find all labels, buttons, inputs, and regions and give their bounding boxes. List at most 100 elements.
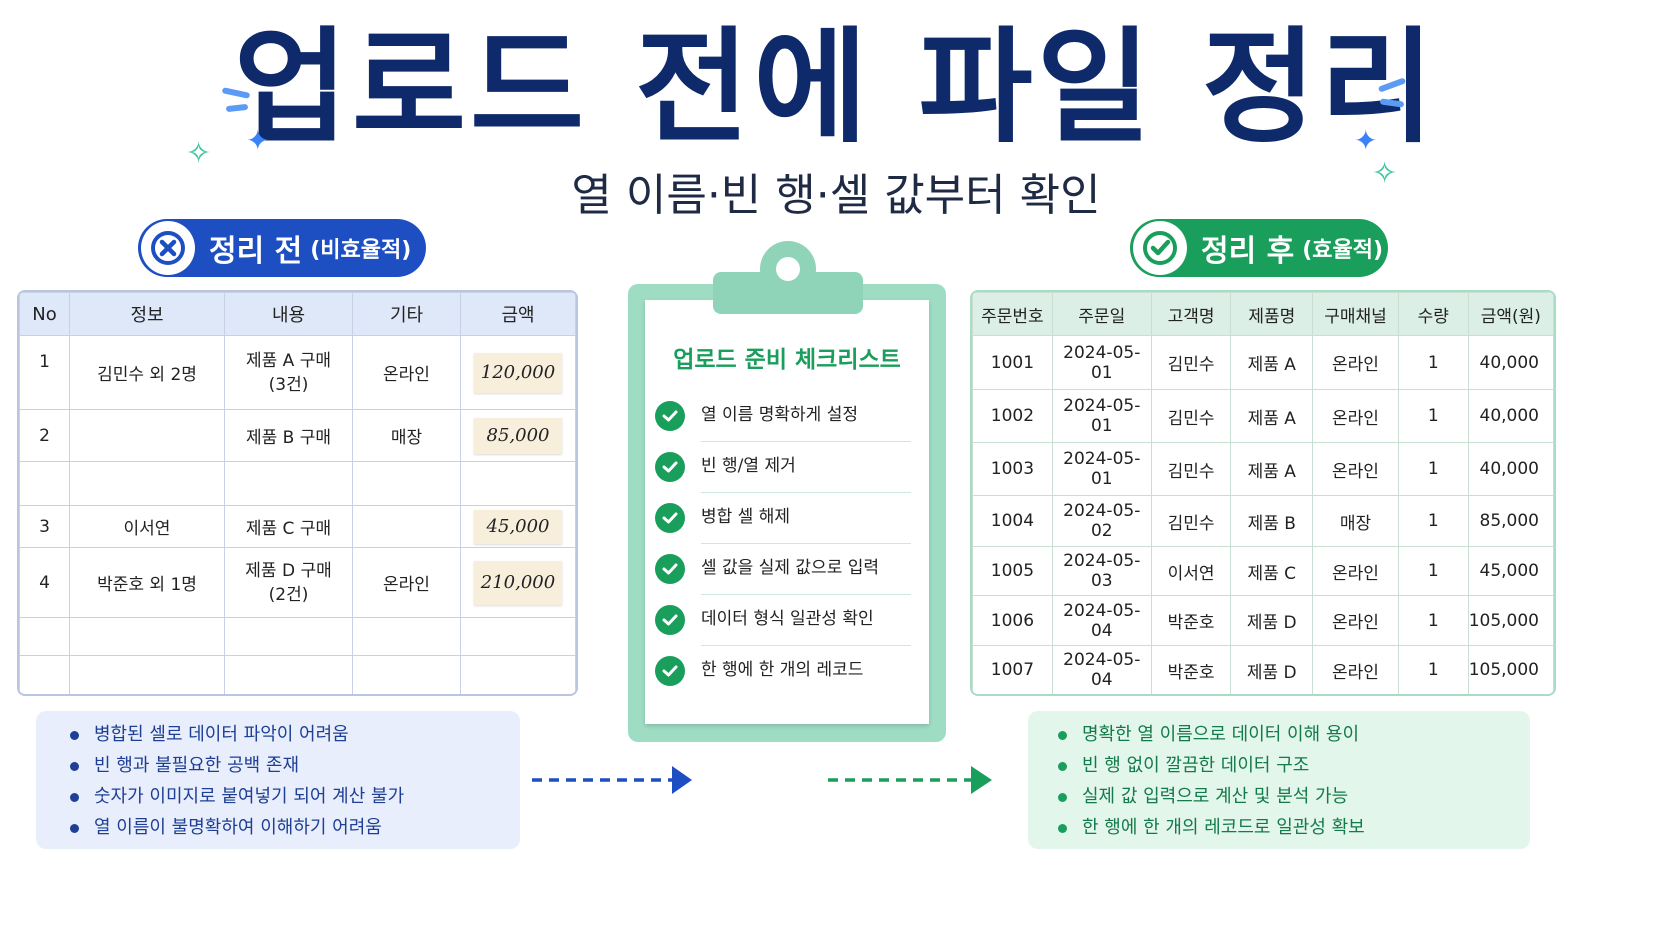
checklist-item: 셀 값을 실제 값으로 입력 (655, 543, 911, 595)
list-item: 빈 행 없이 깔끔한 데이터 구조 (1050, 750, 1530, 781)
before-table-wrapper: No 정보 내용 기타 금액 1 김민수 외 2명 제품 A 구매 (3건) 온… (17, 290, 578, 696)
table-cell: 1001 (972, 335, 1053, 390)
after-notes: 명확한 열 이름으로 데이터 이해 용이 빈 행 없이 깔끔한 데이터 구조 실… (1028, 711, 1530, 849)
list-item: 명확한 열 이름으로 데이터 이해 용이 (1050, 719, 1530, 750)
table-cell: 김민수 (1150, 335, 1232, 390)
table-cell: 1004 (972, 495, 1053, 547)
table-row (19, 617, 576, 656)
check-icon (655, 451, 685, 482)
table-cell: 온라인 (1312, 335, 1399, 390)
checklist-paper: 업로드 준비 체크리스트 열 이름 명확하게 설정 빈 행/열 제거 병합 셀 … (645, 300, 929, 724)
checklist-item-label: 열 이름 명확하게 설정 (701, 390, 911, 442)
check-icon (655, 400, 685, 431)
sparkle-icon: ✧ (186, 136, 212, 171)
amount-image: 120,000 (474, 352, 562, 393)
column-header: 기타 (352, 292, 461, 336)
table-cell: 85,000 (1467, 495, 1554, 547)
column-header: 주문번호 (972, 292, 1053, 336)
table-cell: 105,000 (1467, 645, 1554, 694)
table-header-row: 주문번호 주문일 고객명 제품명 구매채널 수량 금액(원) (972, 292, 1554, 336)
table-cell (69, 409, 225, 462)
dashed-arrow-right-icon (532, 766, 692, 794)
column-header: 제품명 (1230, 292, 1314, 336)
table-cell: 온라인 (1312, 442, 1399, 496)
table-cell: 40,000 (1467, 442, 1554, 496)
before-badge: 정리 전 (비효율적) (138, 219, 426, 277)
sparkle-icon: ✧ (1372, 156, 1398, 191)
table-cell: 이서연 (69, 505, 225, 548)
table-cell (69, 617, 225, 656)
amount-image: 210,000 (474, 560, 562, 605)
table-cell: 2 (19, 409, 70, 462)
table-cell: 온라인 (1312, 645, 1399, 694)
checklist-item-label: 한 행에 한 개의 레코드 (701, 660, 864, 680)
table-cell: 2024-05-04 (1051, 595, 1152, 646)
table-cell: 1007 (972, 645, 1053, 694)
table-cell: 1 (19, 335, 70, 410)
column-header: 금액 (460, 292, 576, 336)
table-cell (352, 617, 461, 656)
table-cell: 온라인 (352, 547, 461, 618)
before-notes: 병합된 셀로 데이터 파악이 어려움 빈 행과 불필요한 공백 존재 숫자가 이… (36, 711, 520, 849)
check-circle-icon (1133, 221, 1187, 275)
table-cell (460, 655, 576, 694)
table-cell: 제품 A 구매 (3건) (224, 335, 353, 410)
amount-image: 85,000 (474, 417, 562, 454)
table-row: 1 김민수 외 2명 제품 A 구매 (3건) 온라인 120,000 (19, 335, 576, 410)
sparkle-icon: ✦ (1354, 124, 1378, 157)
table-cell: 2024-05-01 (1051, 335, 1152, 390)
table-cell (352, 655, 461, 694)
checklist-item: 데이터 형식 일관성 확인 (655, 594, 911, 646)
table-cell: 1003 (972, 442, 1053, 496)
checklist-item: 빈 행/열 제거 (655, 441, 911, 493)
table-cell: 온라인 (1312, 546, 1399, 596)
table-cell: 김민수 (1150, 389, 1232, 443)
table-cell: 온라인 (352, 335, 461, 410)
table-cell (224, 655, 353, 694)
check-icon (655, 553, 685, 584)
table-cell: 1 (1397, 389, 1469, 443)
table-cell (69, 655, 225, 694)
column-header: 주문일 (1051, 292, 1152, 336)
checklist: 열 이름 명확하게 설정 빈 행/열 제거 병합 셀 해제 셀 값을 실제 값으… (655, 390, 911, 696)
check-icon (655, 502, 685, 533)
checklist-item: 병합 셀 해제 (655, 492, 911, 544)
table-row (19, 655, 576, 694)
table-cell: 2024-05-01 (1051, 389, 1152, 443)
table-cell: 210,000 (460, 547, 576, 618)
column-header: No (19, 292, 70, 336)
check-icon (655, 655, 685, 686)
table-cell: 박준호 (1150, 645, 1232, 694)
table-cell: 105,000 (1467, 595, 1554, 646)
table-cell: 4 (19, 547, 70, 618)
list-item: 빈 행과 불필요한 공백 존재 (62, 750, 520, 781)
table-cell: 120,000 (460, 335, 576, 410)
checklist-item-label: 빈 행/열 제거 (701, 441, 911, 493)
clipboard-hole (776, 257, 800, 281)
table-cell: 85,000 (460, 409, 576, 462)
before-table: No 정보 내용 기타 금액 1 김민수 외 2명 제품 A 구매 (3건) 온… (19, 292, 576, 694)
table-cell (352, 505, 461, 548)
table-cell (224, 461, 353, 506)
checklist-item: 열 이름 명확하게 설정 (655, 390, 911, 442)
before-badge-sub: (비효율적) (310, 238, 412, 263)
checklist-item-label: 셀 값을 실제 값으로 입력 (701, 543, 911, 595)
table-cell: 40,000 (1467, 389, 1554, 443)
table-cell: 제품 D (1230, 645, 1314, 694)
table-cell (224, 617, 353, 656)
after-badge: 정리 후 (효율적) (1130, 219, 1388, 277)
table-cell (19, 461, 70, 506)
table-cell: 1 (1397, 645, 1469, 694)
x-circle-icon (141, 221, 195, 275)
table-cell: 2024-05-03 (1051, 546, 1152, 596)
table-cell: 1 (1397, 495, 1469, 547)
table-cell: 40,000 (1467, 335, 1554, 390)
table-cell: 1 (1397, 335, 1469, 390)
table-cell: 제품 B 구매 (224, 409, 353, 462)
column-header: 수량 (1397, 292, 1469, 336)
